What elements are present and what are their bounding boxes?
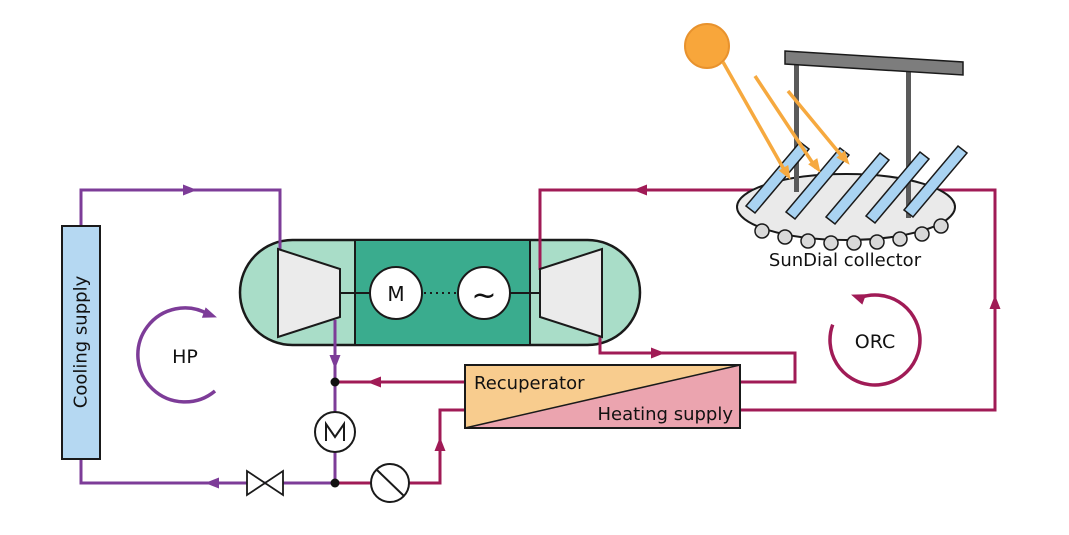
hp-pipe-valve-to-cooling xyxy=(79,458,335,485)
orc-loop-label: ORC xyxy=(855,331,895,353)
recuperator-heating-supply-hx: Recuperator Heating supply xyxy=(464,364,741,429)
mirror-panel xyxy=(864,150,931,225)
orc-loop-indicator: ORC xyxy=(828,289,922,387)
motor-circle xyxy=(369,266,423,320)
sun-ray xyxy=(721,61,788,174)
mirror-panel xyxy=(902,144,969,219)
hp-loop-indicator: HP xyxy=(136,306,219,404)
roller xyxy=(892,231,908,247)
roller xyxy=(800,233,816,249)
hp-flow-arrow-left xyxy=(205,477,219,489)
junction-dot-upper xyxy=(330,377,340,387)
roller xyxy=(777,229,793,245)
roller xyxy=(914,226,930,242)
sun-rays-icon xyxy=(721,61,854,183)
valve-right-triangle xyxy=(263,469,284,497)
mirror-panel xyxy=(824,151,891,226)
collector-mirrors xyxy=(744,140,969,226)
sun-icon xyxy=(684,23,730,69)
motor: M xyxy=(369,266,423,320)
collector-rollers xyxy=(754,218,949,251)
orc-pipe-collector-to-turbine xyxy=(538,188,760,270)
orc-flow-arrow-turbine-out xyxy=(651,347,665,359)
hp-flow-arrow-right xyxy=(183,184,197,196)
sun-ray xyxy=(753,75,818,169)
orc-flow-arrow-up-right xyxy=(989,295,1001,309)
cooling-supply-unit: Cooling supply xyxy=(61,225,101,460)
hx-diagonal xyxy=(464,364,741,429)
heating-supply-label: Heating supply xyxy=(597,404,733,425)
hp-loop-arrowhead xyxy=(201,307,219,323)
orc-flow-arrow-pump-up xyxy=(434,437,446,451)
heater-component xyxy=(314,411,356,453)
cooling-supply-box xyxy=(61,225,101,460)
heater-circle xyxy=(314,411,356,453)
roller xyxy=(823,235,839,251)
roller xyxy=(754,223,770,239)
roller xyxy=(869,234,885,250)
sun-ray xyxy=(786,89,847,162)
receiver-post-left xyxy=(794,58,799,192)
orc-loop-arc xyxy=(828,293,922,387)
orc-pipe-turbine-to-recuperator xyxy=(598,336,797,384)
heater-zigzag-icon xyxy=(325,420,345,441)
roller xyxy=(933,218,949,234)
generator: ~ xyxy=(457,266,511,320)
turbine xyxy=(539,247,603,339)
hp-loop-arc xyxy=(136,306,217,404)
orc-flow-arrow-to-junction xyxy=(367,376,381,388)
motor-label: M xyxy=(387,282,404,306)
expansion-valve xyxy=(246,469,284,497)
pump xyxy=(370,463,410,503)
recuperator-label: Recuperator xyxy=(474,373,585,394)
compressor xyxy=(277,247,341,339)
cooling-supply-label: Cooling supply xyxy=(71,275,92,408)
generator-label: ~ xyxy=(471,279,496,314)
valve-left-triangle xyxy=(246,469,267,497)
sundial-collector-label: SunDial collector xyxy=(769,250,922,271)
generator-circle xyxy=(457,266,511,320)
mirror-panel xyxy=(784,146,851,221)
orc-loop-arrowhead xyxy=(849,289,867,305)
hp-loop-label: HP xyxy=(172,346,198,368)
pump-diagonal xyxy=(376,469,405,497)
sundial-collector: SunDial collector xyxy=(736,50,969,271)
hp-flow-arrow-down xyxy=(329,355,341,369)
junction-dot-lower xyxy=(330,478,340,488)
roller xyxy=(846,235,862,251)
orc-flow-arrow-collector-out xyxy=(633,184,647,196)
receiver-post-right xyxy=(906,64,911,218)
hp-pipe-cooling-to-compressor xyxy=(79,188,282,252)
receiver-beam xyxy=(784,50,964,76)
hx-outline xyxy=(464,364,741,429)
